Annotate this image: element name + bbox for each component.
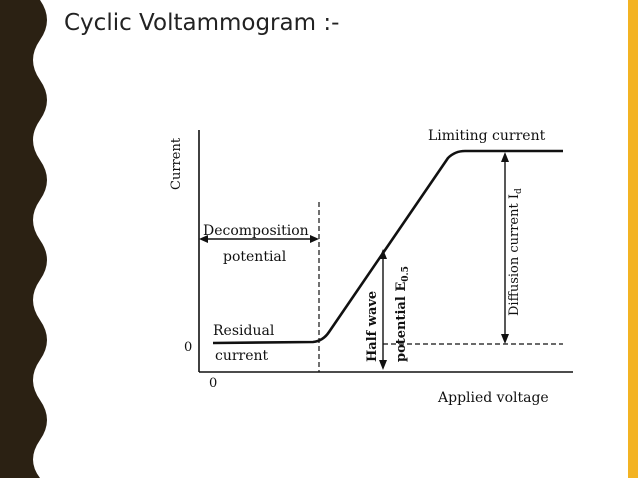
voltammogram-figure: Current 0 0 Applied voltage Limiting cur… xyxy=(143,104,609,416)
x-axis-label: Applied voltage xyxy=(437,390,549,406)
y-origin-label: 0 xyxy=(184,340,192,355)
limiting-current-label: Limiting current xyxy=(428,128,546,144)
diffusion-current-label: Diffusion current Id xyxy=(507,188,524,316)
accent-bar xyxy=(628,0,638,478)
half-wave-label: Half wave xyxy=(365,291,380,362)
residual-label-line2: current xyxy=(215,348,269,364)
decomposition-label: Decomposition xyxy=(203,223,309,239)
half-wave-potential-label: potential E0.5 xyxy=(394,266,411,362)
wave-curve xyxy=(212,149,563,345)
decomposition-label-line2: potential xyxy=(223,249,287,265)
slide-title: Cyclic Voltammogram :- xyxy=(64,10,340,36)
voltammogram-diagram: Current 0 0 Applied voltage Limiting cur… xyxy=(169,128,573,406)
x-origin-label: 0 xyxy=(209,376,217,391)
residual-label: Residual xyxy=(213,323,275,339)
decorative-wavy-band xyxy=(0,0,47,478)
y-axis-label: Current xyxy=(169,137,184,190)
